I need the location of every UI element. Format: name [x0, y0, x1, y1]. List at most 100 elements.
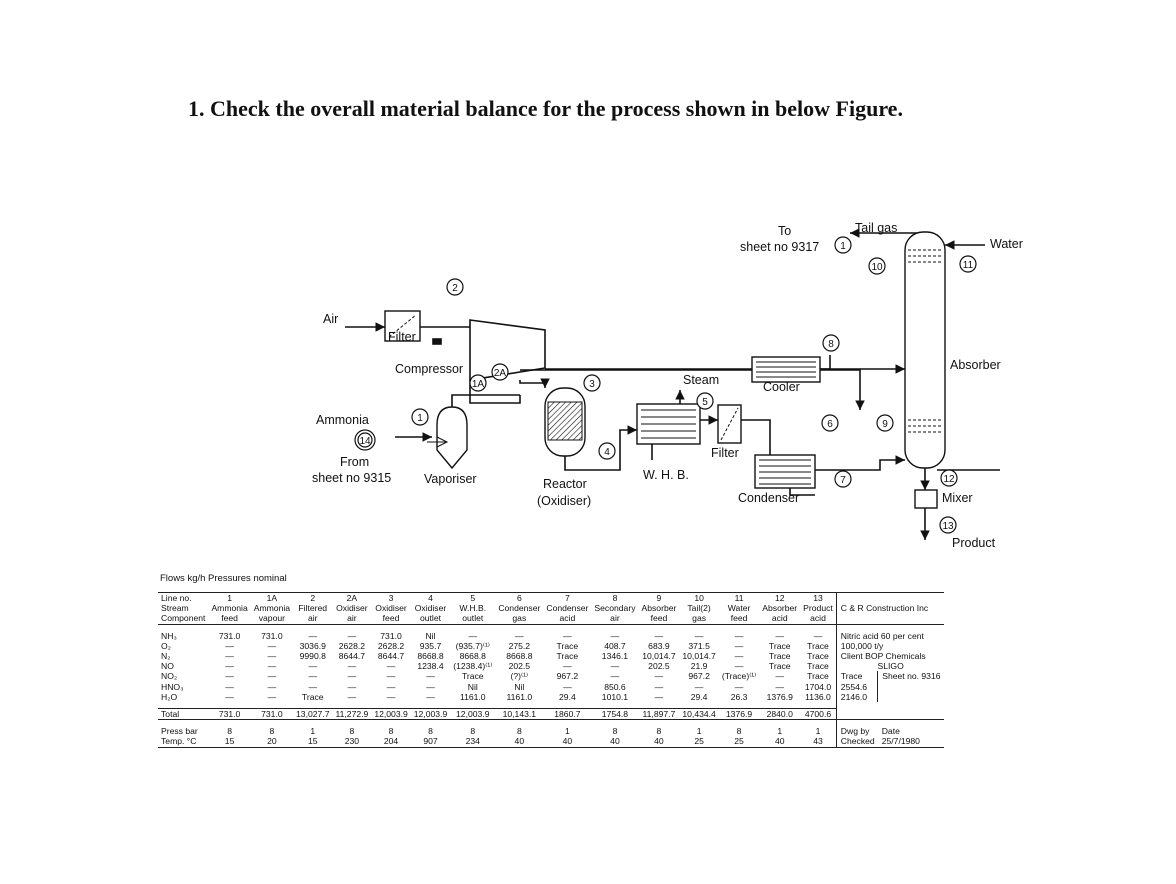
temp-cell: 907 [410, 736, 451, 748]
flow-cell: — [386, 681, 396, 692]
flow-cell: — [654, 671, 664, 682]
press-cell: 8 [470, 726, 476, 737]
question-heading: 1. Check the overall material balance fo… [188, 96, 903, 121]
reactor-sub-label: (Oxidiser) [537, 494, 591, 508]
press-cell: 1 [696, 726, 702, 737]
cooler-label: Cooler [763, 380, 800, 394]
flow-cell: — [225, 651, 234, 662]
flow-cell: — [267, 640, 277, 651]
line-no: 5 [450, 592, 496, 604]
stream-name: Product [803, 603, 833, 614]
date-value: 25/7/1980 [877, 736, 944, 748]
flow-cell: — [813, 630, 823, 641]
flow-cell: — [426, 691, 435, 702]
stream-name-2: outlet [410, 613, 451, 625]
flow-cell: (?)⁽¹⁾ [510, 671, 529, 682]
flow-cell: 275.2 [508, 640, 531, 651]
flow-cell: — [426, 681, 435, 692]
flow-cell: 731.0 [218, 630, 241, 641]
flow-cell: — [386, 661, 396, 672]
press-cell: 8 [612, 726, 618, 737]
flow-cell: (Trace)⁽¹⁾ [721, 671, 757, 682]
flow-cell: Trace [768, 640, 791, 651]
from-label: From [340, 455, 369, 469]
stream-1: 1 [417, 413, 423, 424]
flow-cell: — [734, 651, 744, 662]
flow-cell: — [347, 661, 357, 672]
flow-cell: Trace [768, 661, 791, 672]
flow-cell: — [515, 630, 524, 641]
flow-cell: — [347, 671, 357, 682]
press-cell: 8 [227, 726, 232, 737]
stream-3: 3 [589, 379, 595, 390]
flow-cell: 1010.1 [601, 691, 629, 702]
flow-cell: — [563, 681, 572, 692]
stream-13: 13 [942, 521, 954, 532]
line-no: 1 [208, 592, 251, 604]
press-cell: 8 [349, 726, 355, 737]
flow-cell: 8668.8 [459, 651, 486, 662]
flow-cell: Trace [807, 640, 829, 651]
info-value: 2554.6 [835, 681, 878, 692]
line-no: 11 [718, 592, 760, 604]
flow-cell: Nil [425, 630, 436, 641]
flow-cell: 967.2 [688, 671, 710, 682]
total-cell: 1376.9 [718, 708, 760, 721]
press-cell: 1 [310, 726, 316, 737]
line-no: 9 [638, 592, 680, 604]
temp-cell: 40 [638, 736, 680, 748]
flow-cell: 1704.0 [804, 681, 832, 692]
flow-cell: — [654, 691, 664, 702]
flow-cell: — [308, 661, 318, 672]
stream-name-2: acid [800, 613, 837, 625]
component-name: NO [161, 661, 174, 672]
info-value: 2146.0 [835, 691, 878, 703]
temp-cell: 230 [332, 736, 372, 748]
flow-cell: — [563, 661, 572, 672]
total-cell: 731.0 [208, 708, 251, 721]
flow-cell: — [347, 681, 357, 692]
flow-cell: — [225, 661, 234, 672]
total-cell: 12,003.9 [371, 708, 411, 721]
temp-cell: 204 [371, 736, 411, 748]
line-no: 3 [371, 592, 411, 604]
flow-cell: 29.4 [690, 691, 708, 702]
component-name: N₂ [161, 651, 171, 662]
flow-cell: 10,014.7 [642, 651, 676, 662]
component-name: NH₃ [161, 630, 177, 641]
flow-cell: 8668.8 [417, 651, 444, 662]
stream-name-2: air [293, 613, 333, 625]
total-cell: 10,143.1 [495, 708, 544, 721]
temp-cell: 40 [591, 736, 639, 748]
info-line: Nitric acid 60 per cent [835, 630, 944, 641]
press-cell: 1 [815, 726, 821, 737]
total-label: Total [158, 708, 209, 721]
flow-cell: Trace [461, 671, 484, 682]
flow-cell: Trace [556, 640, 579, 651]
stream-name-2: air [591, 613, 639, 625]
flow-cell: — [468, 630, 478, 641]
flow-cell: — [694, 630, 704, 641]
flow-cell: 935.7 [419, 640, 442, 651]
filter-label: Filter [388, 330, 416, 344]
flow-cell: — [225, 640, 234, 651]
total-cell: 4700.6 [800, 708, 837, 721]
flow-cell: 1161.0 [506, 691, 533, 702]
product-label: Product [952, 536, 996, 550]
stream-name-2: feed [638, 613, 680, 625]
stream-2: 2 [452, 283, 458, 294]
flow-cell: 21.9 [690, 661, 708, 672]
stream-2a: 2A [494, 368, 507, 379]
flow-cell: — [308, 671, 318, 682]
table-caption: Flows kg/h Pressures nominal [160, 573, 287, 584]
flow-cell: 2628.2 [338, 640, 366, 651]
compressor-label: Compressor [395, 362, 463, 376]
gas-filter [717, 404, 742, 444]
press-cell: 8 [656, 726, 662, 737]
sheet-number: Sheet no. 9316 [877, 671, 944, 703]
filter2-label: Filter [711, 446, 739, 460]
component-name: HNO₃ [161, 681, 184, 692]
